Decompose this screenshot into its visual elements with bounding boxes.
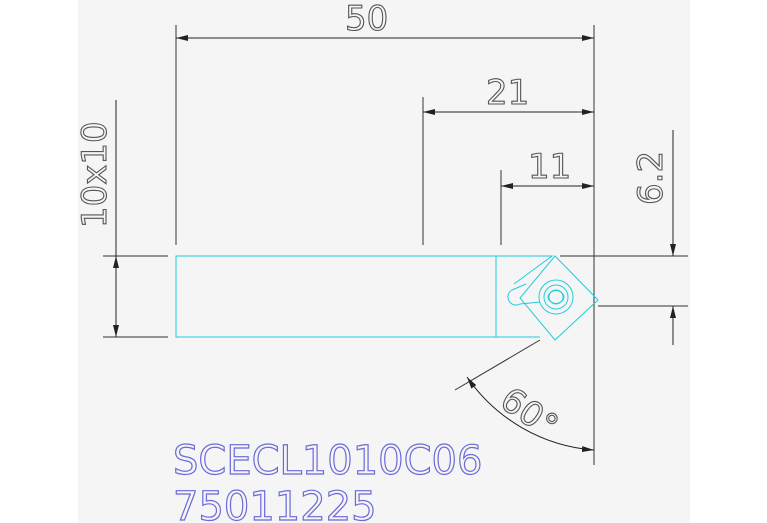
part-designation: SCECL1010C06 xyxy=(173,438,482,484)
insert-screw-mid xyxy=(543,284,569,310)
part-code: 75011225 xyxy=(173,484,377,523)
insert xyxy=(519,255,599,341)
tool-holder xyxy=(175,255,599,341)
dim-label-6.2: 6.2 xyxy=(631,151,671,205)
clamp-ear xyxy=(507,283,541,306)
extension-lines xyxy=(103,25,688,465)
dim-label-60: 60° xyxy=(493,380,565,447)
dim-label-21: 21 xyxy=(486,73,529,113)
dimension-lines xyxy=(113,35,676,453)
insert-screw-outer xyxy=(538,279,574,315)
dim-arc-60 xyxy=(466,376,595,453)
dim-label-11: 11 xyxy=(528,147,571,187)
shank xyxy=(175,255,497,338)
head-outline xyxy=(496,255,554,285)
torx-drive xyxy=(547,290,565,304)
dim-label-50: 50 xyxy=(345,0,388,39)
dim-label-10x10: 10x10 xyxy=(75,121,115,228)
